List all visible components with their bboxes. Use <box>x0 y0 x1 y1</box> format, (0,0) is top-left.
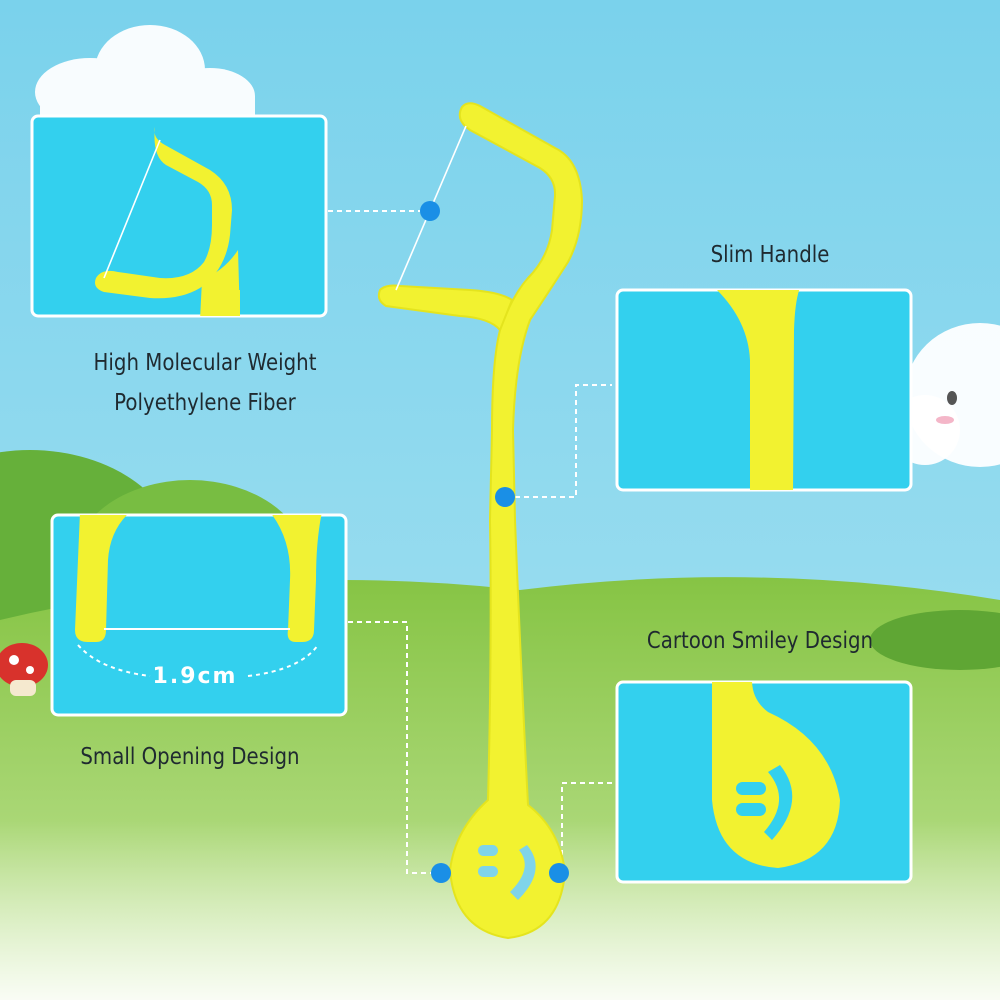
pick-smiley-holes <box>478 845 536 900</box>
cloud-left <box>35 25 255 126</box>
label-fiber-line1: High Molecular Weight <box>93 350 317 376</box>
mushroom <box>0 643 48 696</box>
opening-measurement: 1.9cm <box>152 664 238 689</box>
callout-markers <box>420 201 569 883</box>
flosser-pick <box>377 102 584 940</box>
label-fiber-line2: Polyethylene Fiber <box>114 390 296 416</box>
label-cartoon-smiley: Cartoon Smiley Design <box>646 628 874 654</box>
label-slim-handle: Slim Handle <box>710 242 830 268</box>
leader-lines <box>328 210 612 874</box>
panel-opening <box>50 513 348 717</box>
label-small-opening: Small Opening Design <box>80 744 300 770</box>
panel-fiber <box>30 114 328 318</box>
panel-smiley <box>615 680 913 884</box>
panel-handle <box>615 288 913 492</box>
